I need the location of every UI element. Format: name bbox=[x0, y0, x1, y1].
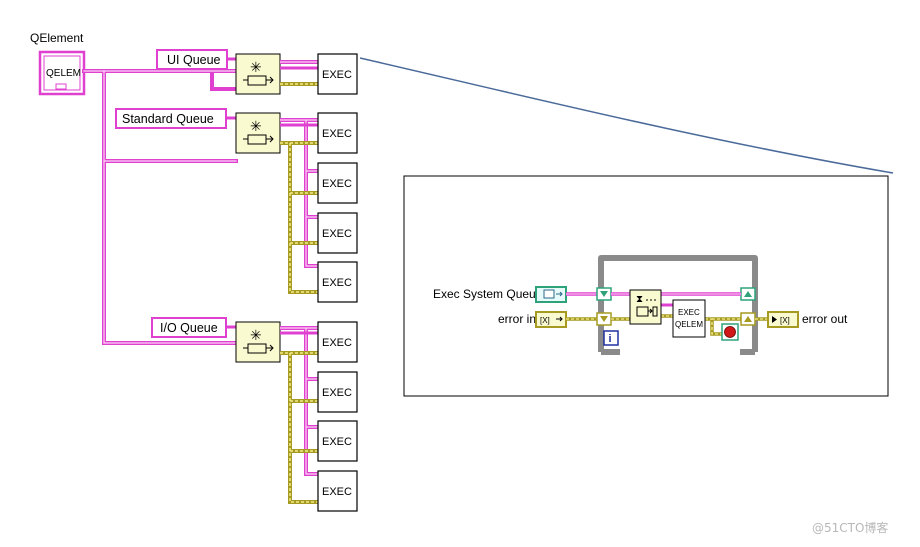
while-loop[interactable] bbox=[598, 255, 758, 355]
exec-label: EXEC bbox=[322, 337, 352, 349]
dequeue-element-node[interactable]: ⧗ bbox=[629, 289, 662, 325]
queue-group-standard: Standard Queue ✳ EXEC EXEC EXEC bbox=[115, 108, 358, 303]
queue-label-standard: Standard Queue bbox=[122, 112, 214, 126]
exec-system-queue-control[interactable] bbox=[535, 286, 567, 303]
exec-node[interactable]: EXEC bbox=[317, 261, 358, 303]
zoom-connector-line bbox=[359, 57, 894, 174]
stop-terminal[interactable] bbox=[721, 323, 739, 341]
exec-node[interactable]: EXEC bbox=[317, 420, 358, 462]
hourglass-icon: ⧗ bbox=[636, 294, 643, 305]
dequeue-node-io[interactable]: ✳ bbox=[235, 321, 281, 363]
dequeue-node-ui[interactable]: ✳ bbox=[235, 53, 281, 95]
queue-group-ui: UI Queue ✳ EXEC bbox=[156, 49, 358, 95]
queue-constant-standard[interactable]: Standard Queue bbox=[115, 108, 227, 129]
exec-node[interactable]: EXEC bbox=[317, 371, 358, 413]
qelement-connector-icon bbox=[55, 83, 67, 90]
error-out-label: error out bbox=[802, 312, 848, 326]
exec-label: EXEC bbox=[322, 387, 352, 399]
error-cluster-in-icon: [X] bbox=[540, 316, 550, 325]
queue-label-ui: UI Queue bbox=[167, 53, 221, 67]
qelement-wires bbox=[82, 69, 238, 345]
error-in-control[interactable]: [X] bbox=[535, 311, 567, 328]
dequeue-node-icon: ✳ bbox=[250, 118, 262, 134]
exec-qelem-label-line2: QELEM bbox=[675, 320, 703, 329]
queue-group-io: I/O Queue ✳ EXEC EXEC EXEC bbox=[151, 317, 358, 512]
dequeue-node-icon: ✳ bbox=[250, 327, 262, 343]
exec-node[interactable]: EXEC bbox=[317, 470, 358, 512]
shift-register-left-queue[interactable] bbox=[596, 287, 612, 301]
shift-register-right-error[interactable] bbox=[740, 312, 756, 326]
exec-label: EXEC bbox=[322, 178, 352, 190]
qelement-control[interactable]: QELEM bbox=[38, 50, 86, 96]
dequeue-node-standard[interactable]: ✳ bbox=[235, 112, 281, 154]
exec-qelem-node[interactable]: EXEC QELEM bbox=[672, 299, 706, 338]
shift-register-left-error[interactable] bbox=[596, 312, 612, 326]
qelement-icon-label: QELEM bbox=[46, 68, 81, 79]
error-cluster-out-icon: [X] bbox=[780, 316, 790, 325]
exec-qelem-label-line1: EXEC bbox=[678, 308, 700, 317]
shift-register-right-queue[interactable] bbox=[740, 287, 756, 301]
exec-label: EXEC bbox=[322, 228, 352, 240]
iteration-terminal: i bbox=[603, 330, 619, 346]
inset-frame bbox=[403, 175, 889, 397]
watermark: @51CTO博客 bbox=[812, 520, 888, 535]
exec-node[interactable]: EXEC bbox=[317, 53, 358, 95]
iteration-terminal-icon: i bbox=[609, 333, 612, 345]
error-out-indicator[interactable]: [X] bbox=[767, 311, 799, 328]
queue-label-io: I/O Queue bbox=[160, 321, 218, 335]
exec-node[interactable]: EXEC bbox=[317, 212, 358, 254]
exec-label: EXEC bbox=[322, 436, 352, 448]
exec-label: EXEC bbox=[322, 69, 352, 81]
qelement-label: QElement bbox=[30, 31, 84, 45]
exec-node[interactable]: EXEC bbox=[317, 112, 358, 154]
exec-label: EXEC bbox=[322, 277, 352, 289]
exec-label: EXEC bbox=[322, 128, 352, 140]
exec-label: EXEC bbox=[322, 486, 352, 498]
stop-button-icon bbox=[724, 326, 736, 338]
exec-node[interactable]: EXEC bbox=[317, 162, 358, 204]
dequeue-node-icon: ✳ bbox=[250, 59, 262, 75]
exec-system-queue-label: Exec System Queue bbox=[433, 287, 543, 301]
error-in-label: error in bbox=[498, 312, 536, 326]
queue-constant-ui[interactable]: UI Queue bbox=[156, 49, 228, 70]
queue-constant-io[interactable]: I/O Queue bbox=[151, 317, 227, 338]
exec-node[interactable]: EXEC bbox=[317, 321, 358, 363]
